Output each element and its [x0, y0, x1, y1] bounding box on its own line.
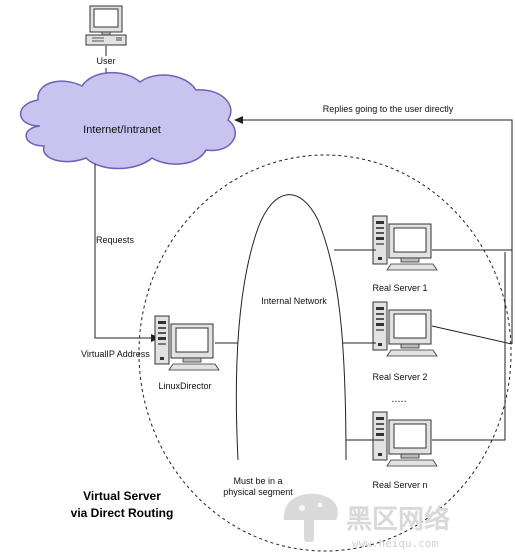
- replies-label: Replies going to the user directly: [323, 104, 454, 114]
- real-server-2-icon: [372, 301, 438, 357]
- watermark: 黑区网络 www.heiqu.com: [283, 493, 450, 550]
- user-label: User: [96, 56, 115, 66]
- watermark-url: www.heiqu.com: [352, 537, 438, 550]
- real-server-1-icon: [372, 215, 438, 271]
- virtual-server-boundary: [138, 154, 512, 552]
- watermark-text: 黑区网络: [346, 504, 450, 535]
- segment-note-line-2: physical segment: [223, 487, 293, 497]
- server-2-reply-link: [431, 325, 513, 345]
- linux-director-icon: [154, 315, 220, 371]
- diagram-title-line-1: Virtual Server: [83, 489, 161, 503]
- requests-path: [94, 164, 152, 339]
- requests-label: Requests: [96, 235, 135, 245]
- virtual-ip-label: VirtualIP Address: [81, 349, 150, 359]
- replies-arrowhead: [234, 116, 243, 124]
- server-label: Real Server 1: [372, 283, 427, 293]
- server-ellipsis: .....: [391, 393, 406, 405]
- mushroom-logo-icon: [283, 493, 338, 542]
- cloud-label: Internet/Intranet: [83, 124, 161, 136]
- replies-path: [242, 119, 513, 252]
- segment-note-line-1: Must be in a: [233, 476, 282, 486]
- server-n-reply-link: [432, 252, 506, 441]
- internal-network-segment: [235, 194, 347, 461]
- director-label: LinuxDirector: [158, 381, 211, 391]
- server-label: Real Server 2: [372, 372, 427, 382]
- diagram-title-line-2: via Direct Routing: [71, 506, 174, 520]
- real-server-n-icon: [372, 411, 438, 467]
- server-label: Real Server n: [372, 480, 427, 490]
- user-computer-icon: [85, 5, 127, 46]
- internal-network-label: Internal Network: [261, 296, 327, 306]
- internet-cloud-icon: [19, 71, 236, 170]
